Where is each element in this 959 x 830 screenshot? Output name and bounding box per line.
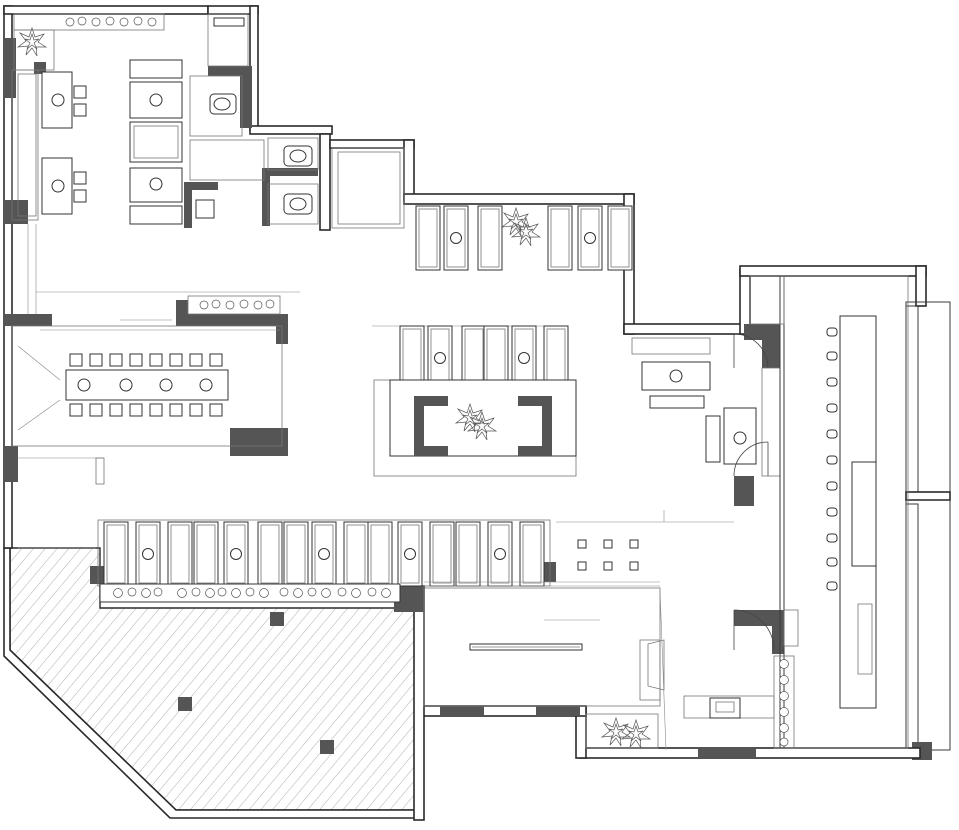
dining-table xyxy=(41,71,87,129)
toilet-icon xyxy=(283,145,313,167)
terrace-column xyxy=(320,740,334,754)
chairs-north xyxy=(69,353,223,367)
north-booths xyxy=(415,205,633,271)
toilet-icon xyxy=(209,93,237,115)
reception xyxy=(631,333,781,651)
planter-shrub-icon xyxy=(17,27,47,57)
toilet-icon xyxy=(283,193,313,215)
center-booths xyxy=(372,325,569,391)
terrace-column xyxy=(178,697,192,711)
planter-shrub-icon xyxy=(501,207,531,237)
dining-table xyxy=(41,157,87,215)
terrace-column xyxy=(270,612,284,626)
planter-shrub-icon xyxy=(511,217,541,247)
private-dining xyxy=(11,291,300,485)
west-dining xyxy=(11,13,165,314)
center-island xyxy=(373,379,577,477)
floor-markers xyxy=(556,510,734,571)
kitchen xyxy=(423,581,667,751)
service-corner xyxy=(585,609,799,749)
planter-shrub-icon xyxy=(601,717,631,747)
planter-shrub-icon xyxy=(621,719,651,749)
bar xyxy=(749,275,909,749)
south-booths xyxy=(97,519,551,603)
chairs-south xyxy=(69,403,223,417)
restrooms xyxy=(189,13,405,229)
booth-column xyxy=(129,59,183,225)
